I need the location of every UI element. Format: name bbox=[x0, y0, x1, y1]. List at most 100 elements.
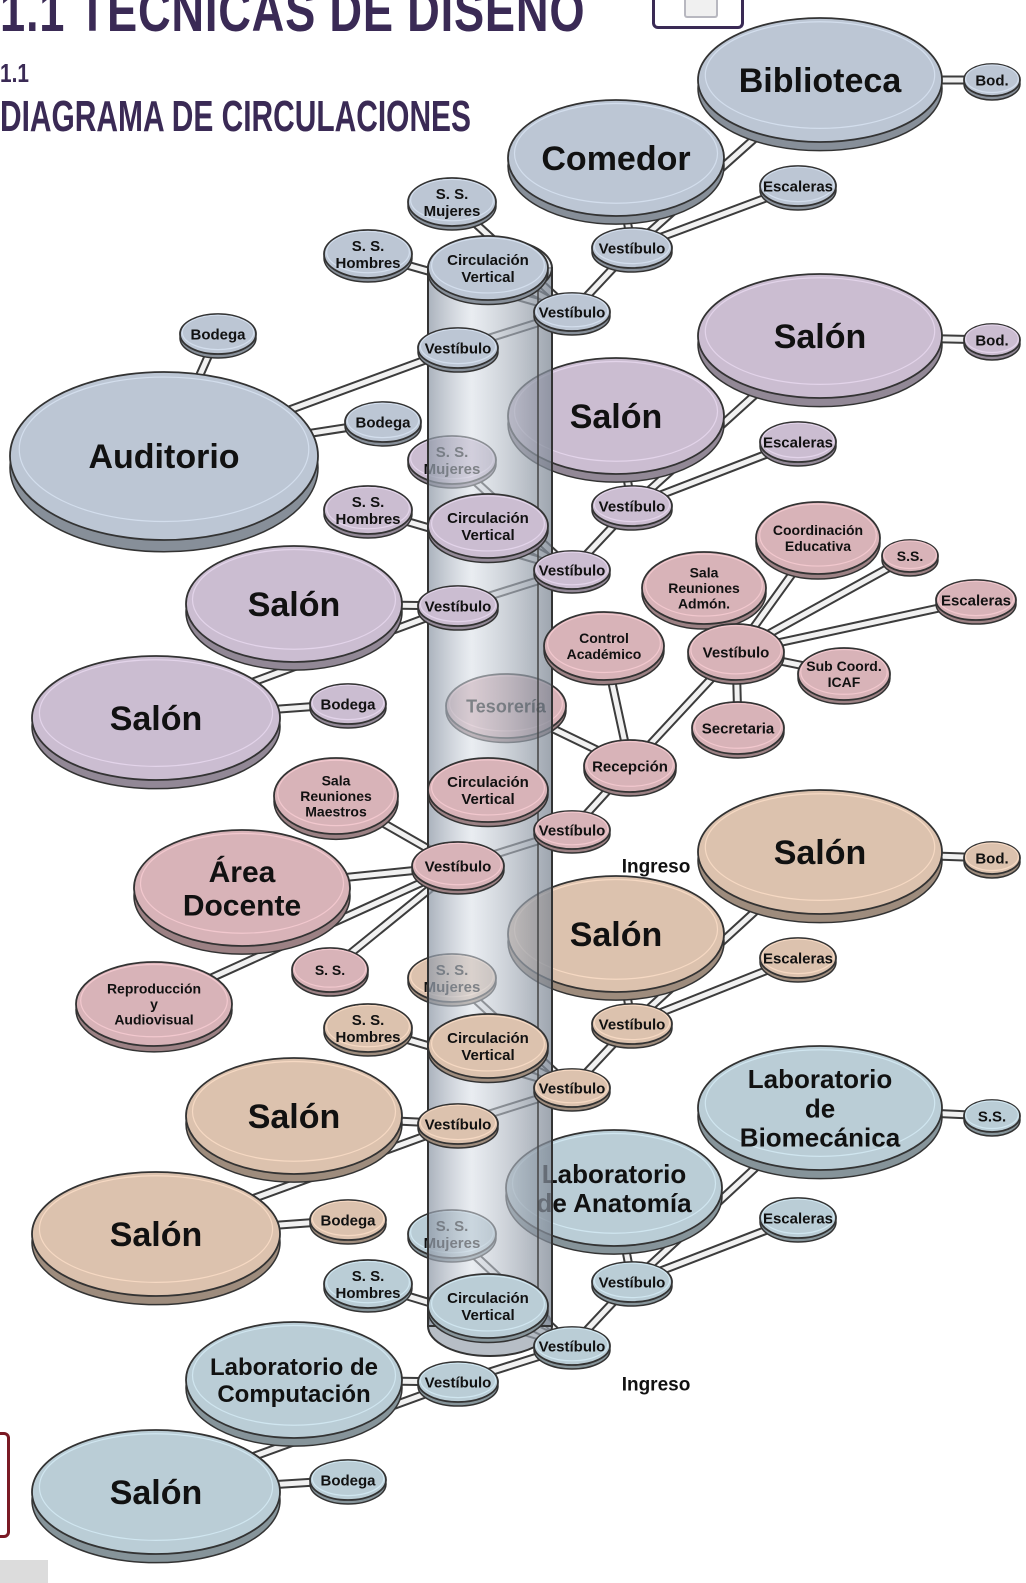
node-highlight bbox=[761, 1198, 835, 1235]
node-top bbox=[759, 421, 837, 463]
node-label: Bod. bbox=[975, 850, 1008, 867]
node-top bbox=[273, 757, 399, 835]
node-top bbox=[583, 739, 677, 793]
node-ssh-4: S. S.Hombres bbox=[323, 1003, 413, 1057]
node-label: Escaleras bbox=[763, 1210, 833, 1227]
node-top bbox=[591, 485, 673, 527]
node-highlight bbox=[293, 948, 367, 988]
node-highlight bbox=[191, 1060, 397, 1162]
node-auditorio: Auditorio bbox=[9, 371, 319, 553]
node-top bbox=[697, 1045, 943, 1171]
node-label: Vestíbulo bbox=[425, 340, 492, 357]
node-highlight bbox=[965, 1100, 1019, 1130]
node-label: Vestíbulo bbox=[703, 644, 770, 661]
node-label: Bodega bbox=[320, 1472, 376, 1489]
node-label: Salón bbox=[110, 700, 203, 738]
node-top bbox=[427, 1013, 549, 1079]
node-highlight bbox=[704, 277, 936, 385]
node-top bbox=[533, 1326, 611, 1366]
node-vestibulo-5b: Vestíbulo bbox=[533, 1326, 611, 1370]
node-top bbox=[697, 273, 943, 399]
node-top bbox=[323, 1259, 413, 1309]
node-label: Escaleras bbox=[763, 178, 833, 195]
node-top bbox=[31, 1429, 281, 1555]
node-highlight bbox=[419, 1362, 497, 1399]
node-label: Salón bbox=[110, 1216, 203, 1254]
node-top bbox=[185, 1057, 403, 1175]
node-label: Bodega bbox=[355, 414, 411, 431]
node-highlight bbox=[181, 314, 255, 351]
node-top bbox=[697, 789, 943, 915]
corner-decoration bbox=[0, 1560, 48, 1583]
node-label: Salón bbox=[570, 916, 663, 954]
node-highlight bbox=[431, 759, 546, 816]
node-label: S. S.Hombres bbox=[335, 1268, 400, 1302]
node-top bbox=[411, 841, 505, 891]
label-ingreso-1: Ingreso bbox=[622, 857, 691, 878]
node-label: Vestíbulo bbox=[539, 822, 606, 839]
node-top bbox=[591, 1261, 673, 1303]
node-top bbox=[797, 647, 891, 701]
node-salon-4a: Salón bbox=[697, 789, 943, 924]
node-ss-docente: S. S. bbox=[291, 947, 369, 997]
node-recepcion: Recepción bbox=[583, 739, 677, 797]
node-top bbox=[427, 757, 549, 823]
node-salon-4b: Salón bbox=[507, 875, 725, 1001]
node-highlight bbox=[704, 793, 936, 901]
node-highlight bbox=[593, 486, 671, 523]
node-top bbox=[291, 947, 369, 993]
node-highlight bbox=[546, 613, 661, 674]
node-top bbox=[963, 323, 1021, 357]
node-top bbox=[533, 292, 611, 332]
label-ingreso-2: Ingreso bbox=[622, 1375, 691, 1396]
node-biblioteca: Biblioteca bbox=[697, 17, 943, 152]
node-highlight bbox=[535, 811, 609, 846]
node-label: Vestíbulo bbox=[539, 562, 606, 579]
node-top bbox=[759, 165, 837, 207]
node-highlight bbox=[80, 963, 228, 1038]
node-ss-lab: S.S. bbox=[963, 1099, 1021, 1137]
node-highlight bbox=[419, 328, 497, 365]
node-top bbox=[309, 1199, 387, 1241]
node-highlight bbox=[593, 1004, 671, 1041]
node-top bbox=[427, 1273, 549, 1339]
node-label: Bodega bbox=[190, 326, 246, 343]
node-highlight bbox=[593, 1262, 671, 1299]
node-ssh-5: S. S.Hombres bbox=[323, 1259, 413, 1313]
title-frame-inner bbox=[684, 0, 718, 18]
node-top bbox=[687, 623, 785, 681]
node-label: Salón bbox=[248, 1098, 341, 1136]
node-vestibulo-4c: Vestíbulo bbox=[417, 1103, 499, 1149]
node-label: Salón bbox=[774, 834, 867, 872]
node-label: Sub Coord.ICAF bbox=[806, 658, 881, 690]
node-highlight bbox=[535, 551, 609, 586]
node-top bbox=[309, 683, 387, 725]
node-highlight bbox=[883, 540, 937, 570]
diagram-title: DIAGRAMA DE CIRCULACIONES bbox=[0, 92, 471, 141]
node-highlight bbox=[326, 1004, 410, 1048]
node-highlight bbox=[759, 503, 877, 567]
node-label: Salón bbox=[248, 586, 341, 624]
node-top bbox=[185, 545, 403, 663]
node-vestibulo-2b: Vestíbulo bbox=[533, 550, 611, 594]
node-label: S. S.Hombres bbox=[335, 238, 400, 272]
node-top bbox=[533, 1068, 611, 1108]
node-highlight bbox=[18, 376, 310, 523]
node-ssh-2: S. S.Hombres bbox=[323, 485, 413, 539]
node-top bbox=[963, 1099, 1021, 1133]
node-highlight bbox=[586, 740, 674, 787]
node-highlight bbox=[410, 178, 494, 222]
node-label: S. S.Hombres bbox=[335, 1012, 400, 1046]
node-highlight bbox=[704, 21, 936, 129]
node-bodega-2: Bodega bbox=[344, 401, 422, 447]
node-label: S. S.Mujeres bbox=[424, 186, 481, 220]
node-top bbox=[691, 701, 785, 755]
